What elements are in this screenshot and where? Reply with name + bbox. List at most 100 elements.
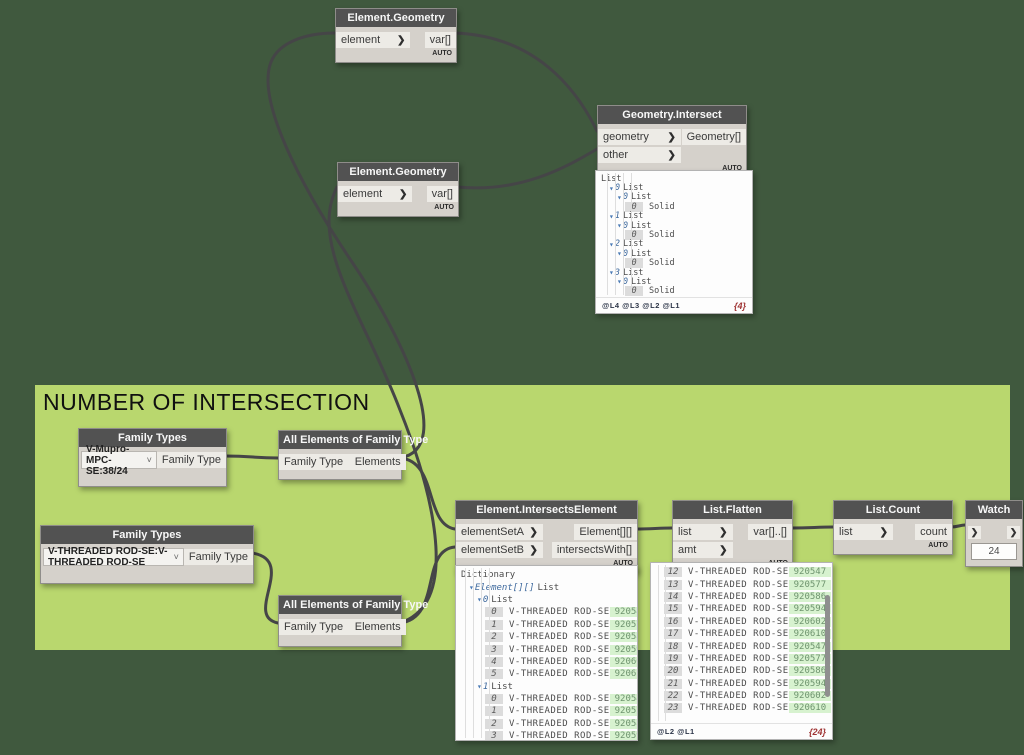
wire <box>634 526 674 531</box>
lacing-auto-label: AUTO <box>613 560 633 567</box>
group-title[interactable]: NUMBER OF INTERSECTION <box>43 389 370 415</box>
collapse-caret-icon[interactable]: ▾ <box>617 192 622 202</box>
node-family-types-2[interactable]: Family Types V-THREADED ROD-SE:V-THREADE… <box>40 525 254 584</box>
index-badge: 16 <box>664 616 682 627</box>
level-buttons[interactable]: @L2 @L1 <box>657 727 695 736</box>
collapse-caret-icon[interactable]: ▾ <box>609 211 614 221</box>
level-buttons[interactable]: @L4 @L3 @L2 @L1 <box>602 301 681 310</box>
node-all-elements-2[interactable]: All Elements of Family Type Family Type … <box>278 595 428 647</box>
node-title[interactable]: Element.Geometry <box>336 9 456 27</box>
node-element-geometry-2[interactable]: Element.Geometry element var[] AUTO <box>337 162 459 217</box>
port-in-family-type[interactable]: Family Type <box>279 454 350 470</box>
element-id-chip: 920586 <box>788 591 832 602</box>
element-id-chip: 920547 <box>788 641 832 652</box>
wire <box>453 31 599 133</box>
port-out-family-type[interactable]: Family Type <box>156 452 226 468</box>
port-in-amt[interactable]: amt <box>673 542 733 558</box>
index-badge: 0 <box>625 230 643 241</box>
collapse-caret-icon[interactable]: ▾ <box>617 277 622 287</box>
collapse-caret-icon[interactable]: ▾ <box>609 239 614 249</box>
index-badge: 1 <box>485 619 503 630</box>
port-out-elements[interactable]: Elements <box>349 454 406 470</box>
node-family-types-1[interactable]: Family Types V-Mupro-MPC-SE:38/24˅ Famil… <box>78 428 227 487</box>
element-id-chip: 920610 <box>788 629 832 640</box>
collapse-caret-icon[interactable]: ▾ <box>609 183 614 193</box>
port-in-family-type[interactable]: Family Type <box>279 619 350 635</box>
port-in-element[interactable]: element <box>338 186 413 202</box>
element-id-chip: 920594 <box>788 604 832 615</box>
port-in-element-set-a[interactable]: elementSetA <box>456 524 543 540</box>
port-in-element-set-b[interactable]: elementSetB <box>456 542 543 558</box>
node-list-count[interactable]: List.Count list count AUTO <box>833 500 953 555</box>
lacing-auto-label: AUTO <box>928 542 948 549</box>
node-title[interactable]: List.Flatten <box>673 501 792 519</box>
node-title[interactable]: Family Types <box>79 429 226 447</box>
wire <box>250 551 280 625</box>
port-out-geometry-array[interactable]: Geometry[] <box>681 129 746 145</box>
port-out-var[interactable]: var[]..[] <box>748 524 792 540</box>
port-chevron-icon <box>719 526 727 538</box>
node-watch[interactable]: Watch ❯ ❯ 24 <box>965 500 1023 567</box>
collapse-caret-icon[interactable]: ▾ <box>469 583 474 593</box>
node-geometry-intersect[interactable]: Geometry.Intersect geometry Geometry[] o… <box>597 105 747 178</box>
port-in-list[interactable]: list <box>673 524 733 540</box>
node-title[interactable]: List.Count <box>834 501 952 519</box>
node-title[interactable]: All Elements of Family Type <box>279 431 428 449</box>
element-id-chip: 920577 <box>788 653 832 664</box>
port-in-list[interactable]: list <box>834 524 893 540</box>
collapse-caret-icon[interactable]: ▾ <box>477 682 482 692</box>
index-badge: 0 <box>485 607 503 618</box>
wire <box>266 31 426 460</box>
node-title[interactable]: Geometry.Intersect <box>598 106 746 124</box>
node-title[interactable]: Family Types <box>41 526 253 544</box>
element-id-chip: 920586 <box>788 666 832 677</box>
port-out-count[interactable]: count <box>915 524 952 540</box>
collapse-caret-icon[interactable]: ▾ <box>609 268 614 278</box>
port-out-intersects-with[interactable]: intersectsWith[] <box>551 542 637 558</box>
collapse-caret-icon[interactable]: ▾ <box>617 249 622 259</box>
scrollbar-thumb[interactable] <box>825 595 830 697</box>
element-id-chip: 920610 <box>788 703 832 714</box>
port-out-elements[interactable]: Elements <box>349 619 406 635</box>
node-element-geometry-1[interactable]: Element.Geometry element var[] AUTO <box>335 8 457 63</box>
port-out-family-type[interactable]: Family Type <box>183 549 253 565</box>
port-out[interactable]: ❯ <box>1007 525 1020 539</box>
collapse-caret-icon[interactable]: ▾ <box>477 595 482 605</box>
port-chevron-icon <box>397 34 405 46</box>
node-title[interactable]: Element.IntersectsElement <box>456 501 637 519</box>
family-type-dropdown[interactable]: V-Mupro-MPC-SE:38/24˅ <box>81 444 157 477</box>
node-title[interactable]: Element.Geometry <box>338 163 458 181</box>
port-out-var[interactable]: var[] <box>426 186 458 202</box>
lacing-auto-label: AUTO <box>432 50 452 57</box>
port-in[interactable]: ❯ <box>968 525 981 539</box>
port-in-element[interactable]: element <box>336 32 411 48</box>
port-out-element-array[interactable]: Element[][] <box>574 524 637 540</box>
port-chevron-icon <box>529 544 537 556</box>
node-title[interactable]: Watch <box>966 501 1022 519</box>
node-title[interactable]: All Elements of Family Type <box>279 596 428 614</box>
element-id-chip: 920610 <box>609 669 637 680</box>
port-in-other[interactable]: other <box>598 147 681 163</box>
family-type-dropdown[interactable]: V-THREADED ROD-SE:V-THREADED ROD-SE˅ <box>43 546 184 568</box>
collapse-caret-icon[interactable]: ▾ <box>617 221 622 231</box>
port-out-var[interactable]: var[] <box>424 32 456 48</box>
index-badge: 3 <box>485 644 503 655</box>
node-element-intersects-element[interactable]: Element.IntersectsElement elementSetA El… <box>455 500 638 573</box>
port-in-geometry[interactable]: geometry <box>598 129 681 145</box>
node-all-elements-1[interactable]: All Elements of Family Type Family Type … <box>278 430 428 480</box>
element-id-chip: 920594 <box>788 678 832 689</box>
port-chevron-icon <box>529 526 537 538</box>
